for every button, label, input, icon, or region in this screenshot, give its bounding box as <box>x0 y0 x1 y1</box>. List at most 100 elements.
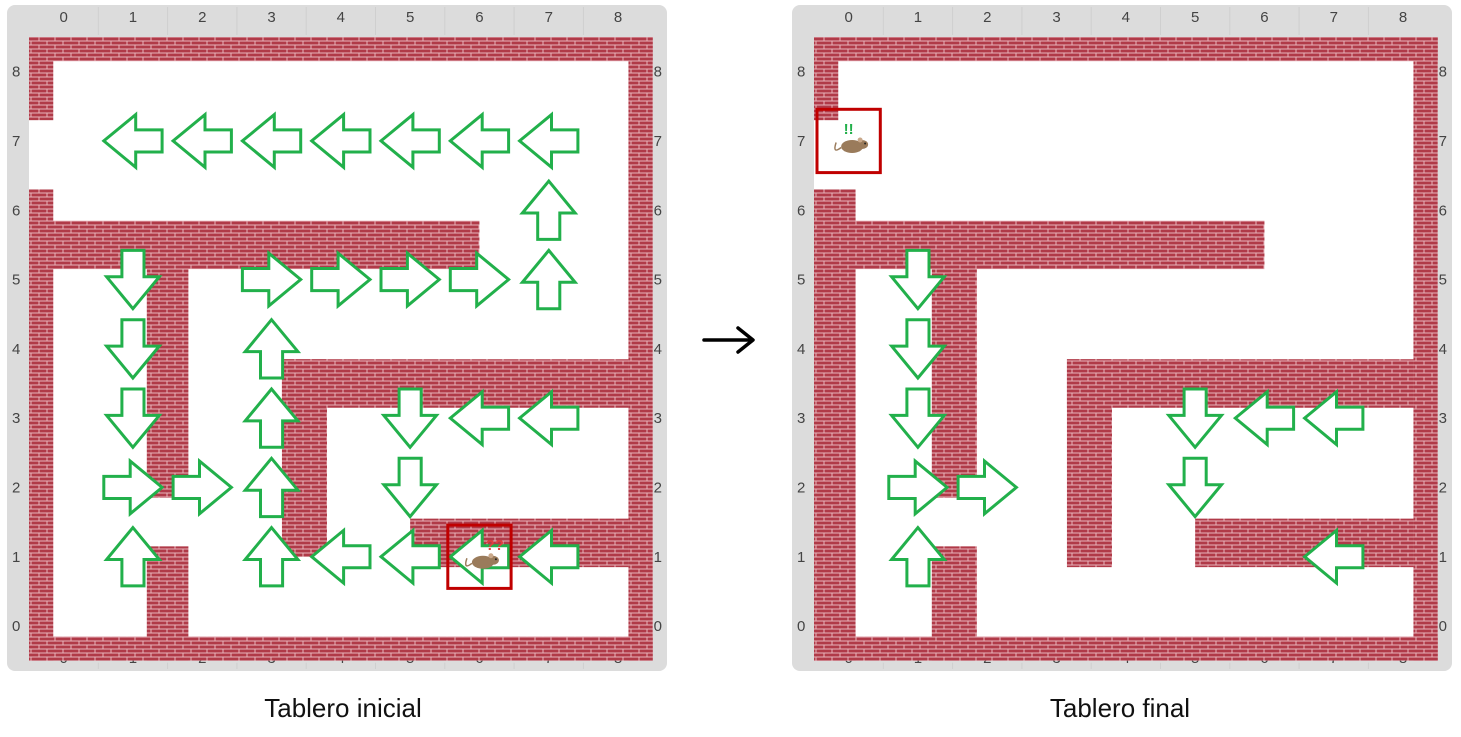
brick-wall <box>29 189 54 661</box>
arrow-down-icon <box>888 387 948 450</box>
col-label-top: 8 <box>614 9 622 26</box>
mouse-mark: !! <box>844 121 854 138</box>
arrow-left-icon <box>240 111 303 171</box>
col-label-top: 2 <box>198 9 206 26</box>
brick-wall <box>814 636 1438 661</box>
row-label-right: 8 <box>654 64 662 81</box>
arrow-left-icon <box>101 111 164 171</box>
brick-wall <box>814 37 839 121</box>
row-label-right: 2 <box>1439 479 1447 496</box>
row-label-right: 8 <box>1439 64 1447 81</box>
row-label-right: 4 <box>654 341 662 358</box>
arrow-down-icon <box>103 318 163 381</box>
arrow-down-icon <box>1165 456 1225 519</box>
row-label-left: 8 <box>12 64 20 81</box>
row-label-right: 3 <box>1439 410 1447 427</box>
arrow-up-icon <box>519 178 579 241</box>
row-label-left: 1 <box>797 549 805 566</box>
brick-wall <box>29 37 54 121</box>
mouse-highlight-box <box>446 523 513 590</box>
mouse-icon <box>834 137 869 153</box>
row-label-left: 5 <box>797 272 805 289</box>
arrow-left-icon <box>517 111 580 171</box>
row-label-right: 6 <box>1439 202 1447 219</box>
mouse-highlight-box <box>815 107 882 175</box>
arrow-left-icon <box>1302 527 1365 587</box>
col-label-top: 7 <box>545 9 553 26</box>
transition-arrow-icon <box>702 326 755 354</box>
row-label-right: 0 <box>1439 618 1447 635</box>
mouse-icon <box>464 553 499 569</box>
arrow-left-icon <box>1302 388 1365 448</box>
row-label-left: 4 <box>12 341 20 358</box>
brick-wall <box>146 546 189 661</box>
brick-wall <box>931 269 977 498</box>
arrow-down-icon <box>888 248 948 312</box>
brick-wall <box>29 37 653 62</box>
row-label-left: 2 <box>12 479 20 496</box>
initial-board-caption: Tablero inicial <box>264 693 422 723</box>
arrow-left-icon <box>447 388 511 448</box>
arrow-up-icon <box>242 386 302 449</box>
arrow-left-icon <box>447 111 511 171</box>
brick-wall <box>281 359 629 408</box>
arrow-right-icon <box>102 457 165 517</box>
initial-board: 001122334455667788001122334455667788?? <box>7 5 667 671</box>
arrow-up-icon <box>888 525 948 588</box>
initial-board-canvas: 001122334455667788001122334455667788?? <box>7 5 667 671</box>
arrow-up-icon <box>242 525 302 588</box>
arrow-down-icon <box>380 456 440 519</box>
arrow-right-icon <box>171 457 234 517</box>
final-board-canvas: 001122334455667788001122334455667788!! <box>792 5 1452 671</box>
row-label-left: 3 <box>12 410 20 427</box>
row-label-left: 6 <box>12 202 20 219</box>
brick-wall <box>834 220 1265 270</box>
arrow-up-icon <box>103 525 163 588</box>
brick-wall <box>1413 37 1438 661</box>
row-label-right: 2 <box>654 479 662 496</box>
final-board: 001122334455667788001122334455667788!! <box>792 5 1452 671</box>
arrow-left-icon <box>309 527 372 587</box>
col-label-top: 4 <box>1122 9 1130 26</box>
brick-wall <box>814 37 1438 62</box>
row-label-right: 5 <box>654 272 662 289</box>
arrow-up-icon <box>242 317 302 380</box>
col-label-top: 5 <box>406 9 414 26</box>
row-label-left: 8 <box>797 64 805 81</box>
col-label-top: 3 <box>1052 9 1060 26</box>
col-label-top: 7 <box>1330 9 1338 26</box>
brick-wall <box>146 269 189 498</box>
arrow-left-icon <box>1232 388 1296 448</box>
row-label-right: 4 <box>1439 341 1447 358</box>
arrow-up-icon <box>519 248 579 311</box>
final-board-caption: Tablero final <box>1049 693 1191 723</box>
col-label-top: 6 <box>1260 9 1268 26</box>
col-label-top: 0 <box>844 9 852 26</box>
row-label-right: 0 <box>654 618 662 635</box>
row-label-right: 7 <box>654 133 662 150</box>
col-label-top: 5 <box>1191 9 1199 26</box>
arrow-up-icon <box>242 455 302 519</box>
row-label-left: 7 <box>797 133 805 150</box>
row-label-right: 1 <box>1439 549 1447 566</box>
arrow-left-icon <box>378 111 441 171</box>
arrow-right-icon <box>956 457 1019 517</box>
arrow-left-icon <box>517 527 580 587</box>
row-label-right: 1 <box>654 549 662 566</box>
row-label-left: 0 <box>797 618 805 635</box>
arrow-down-icon <box>380 387 440 450</box>
arrow-down-icon <box>1165 387 1225 450</box>
row-label-left: 7 <box>12 133 20 150</box>
arrow-down-icon <box>103 387 163 450</box>
arrow-right-icon <box>379 250 442 310</box>
brick-wall <box>931 546 977 661</box>
brick-wall <box>1066 359 1414 408</box>
col-label-top: 1 <box>914 9 922 26</box>
brick-wall <box>628 37 653 661</box>
arrow-right-icon <box>310 250 373 310</box>
row-label-left: 1 <box>12 549 20 566</box>
arrow-right-icon <box>240 250 304 310</box>
row-label-left: 6 <box>797 202 805 219</box>
brick-wall <box>29 636 653 661</box>
arrow-right-icon <box>887 457 950 517</box>
